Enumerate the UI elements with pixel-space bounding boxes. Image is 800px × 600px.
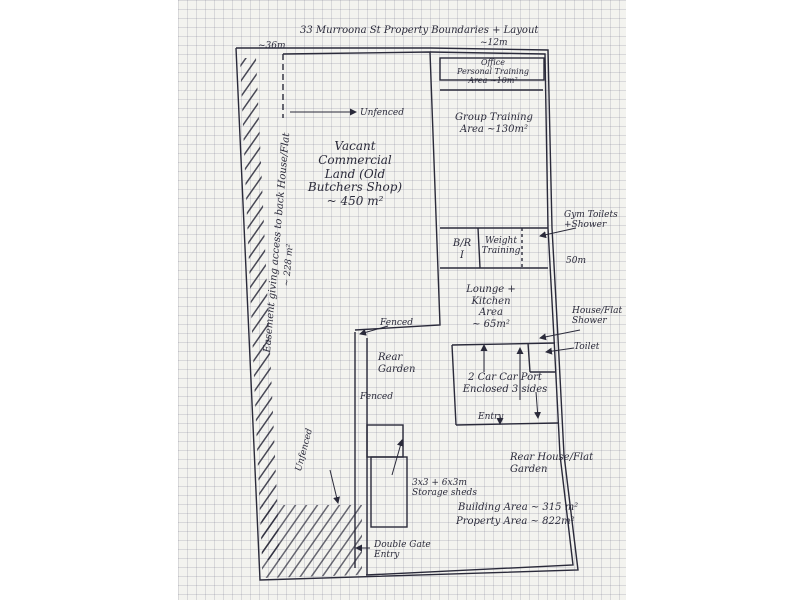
property-boundary-inner xyxy=(365,51,574,576)
rear-house-garden-label: Rear House/Flat Garden xyxy=(510,452,594,475)
vacant-land-boundary xyxy=(282,51,441,331)
easement-hatch-bottom xyxy=(262,505,362,578)
toilet-label: Toilet xyxy=(574,342,600,352)
property-boundary xyxy=(235,47,579,581)
fenced-top-label: Fenced xyxy=(380,318,414,328)
carport-label: 2 Car Car Port Enclosed 3 sides xyxy=(462,372,548,395)
building-area-label: Building Area ~ 315 m² xyxy=(458,502,579,513)
storage-shed-lower xyxy=(370,456,408,528)
gym-toilets-label: Gym Toilets +Shower xyxy=(564,210,618,231)
storage-sheds-label: 3x3 + 6x3m Storage sheds xyxy=(412,478,477,499)
storage-shed-upper xyxy=(366,424,404,458)
weight-training-label: Weight Training xyxy=(481,236,521,257)
building-outline xyxy=(439,57,545,81)
left-width-label: ~36m xyxy=(258,41,286,51)
house-shower-label: House/Flat Shower xyxy=(572,306,623,327)
fenced-side-label: Fenced xyxy=(360,392,394,402)
vacant-land-label: Vacant Commercial Land (Old Butchers Sho… xyxy=(307,139,403,209)
property-area-label: Property Area ~ 822m² xyxy=(456,516,575,527)
lounge-kitchen-label: Lounge + Kitchen Area ~ 65m² xyxy=(466,284,516,330)
unfenced-top-label: Unfenced xyxy=(360,108,404,118)
bathroom-label: B/R I xyxy=(452,238,472,261)
right-width-label: ~12m xyxy=(480,38,508,48)
rear-garden-label: Rear Garden xyxy=(378,352,416,375)
entry-label: Entry xyxy=(478,412,504,422)
right-length-label: 50m xyxy=(566,256,586,266)
group-training-label: Group Training Area ~130m² xyxy=(455,112,533,135)
easement-hatch xyxy=(240,58,280,560)
page-title: 33 Murroona St Property Boundaries + Lay… xyxy=(300,25,539,36)
office-label: Office Personal Training Area ~10m² xyxy=(457,58,529,86)
double-gate-label: Double Gate Entry xyxy=(374,540,431,561)
